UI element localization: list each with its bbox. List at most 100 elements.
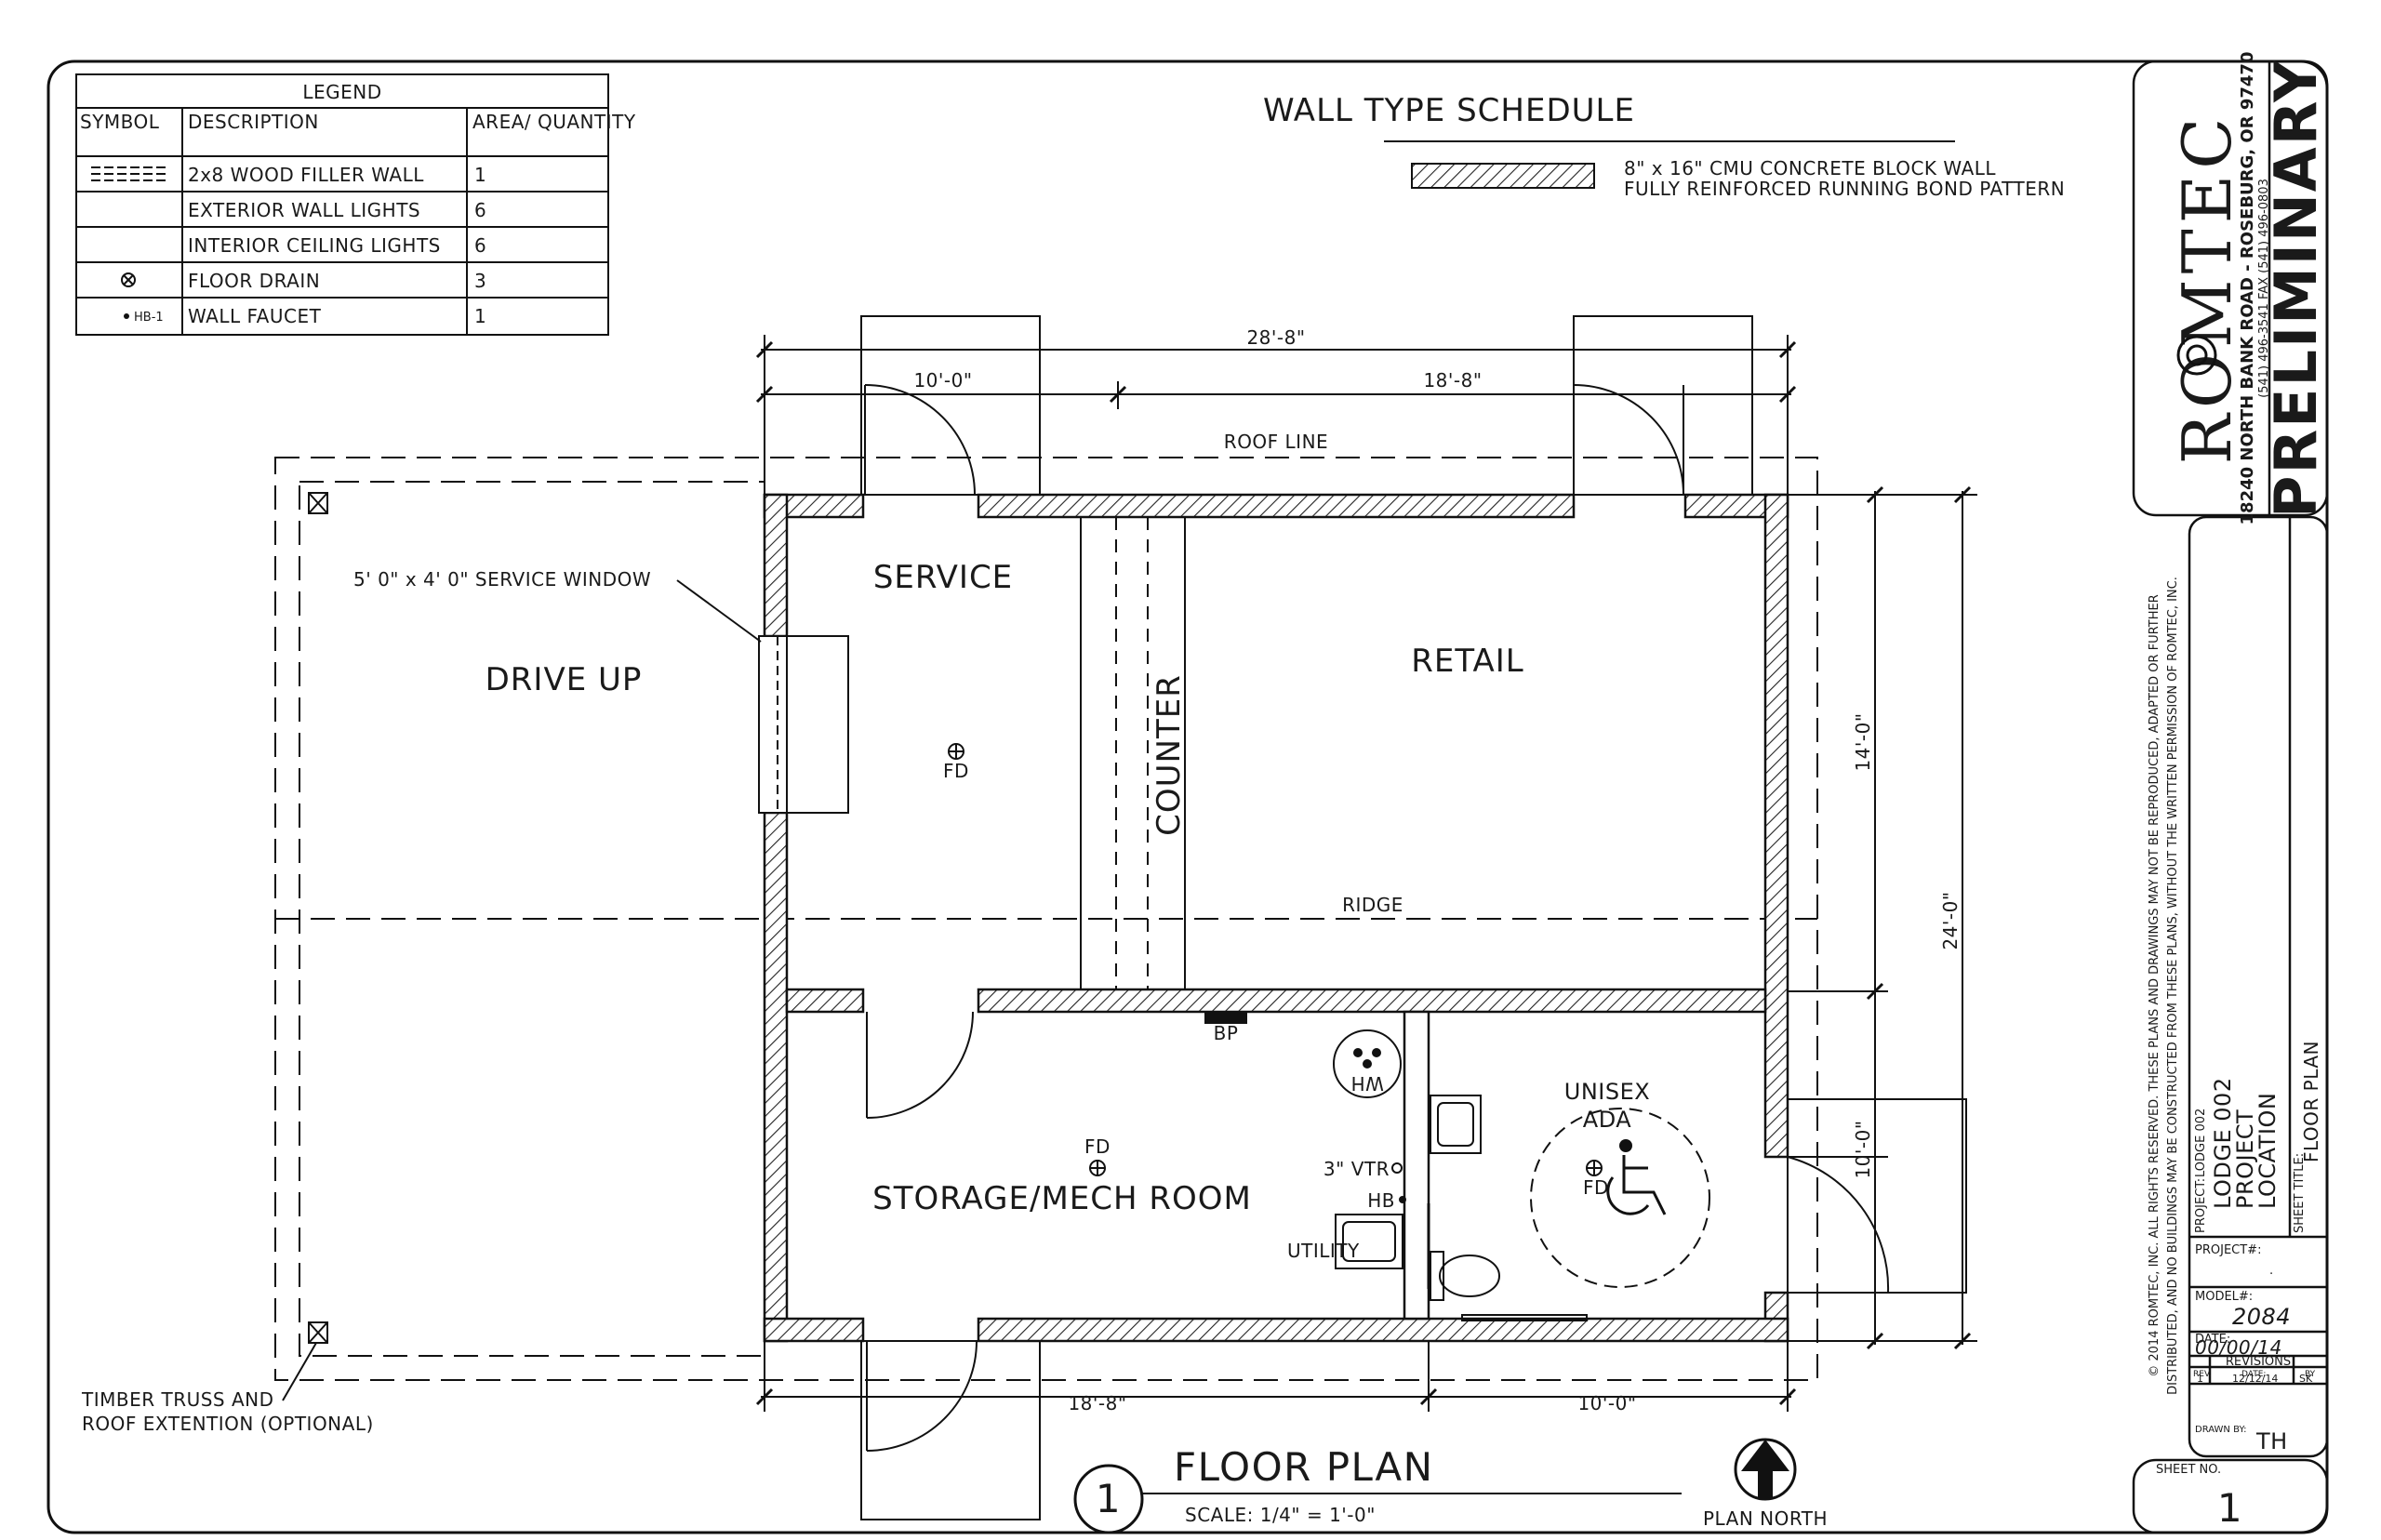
legend-table [75, 73, 609, 336]
room-label-storage: STORAGE/MECH ROOM [872, 1180, 1252, 1217]
legend-header-quantity: AREA/ QUANTITY [472, 111, 636, 133]
model-value: 2084 [2232, 1304, 2291, 1330]
truss-label-line-1: TIMBER TRUSS AND [81, 1388, 274, 1411]
company-address: 18240 NORTH BANK ROAD - ROSEBURG, OR 974… [2238, 52, 2257, 525]
rev-row-number: 1 [2197, 1373, 2203, 1385]
legend-row-1-quantity: 1 [474, 164, 486, 186]
legend-title: LEGEND [302, 81, 381, 103]
wall-faucet-symbol [124, 313, 129, 319]
service-window-label: 5' 0" x 4' 0" SERVICE WINDOW [353, 568, 651, 591]
company-name: ROMTEC [2168, 113, 2246, 465]
rev-row-date: 12/12/14 [2232, 1373, 2278, 1385]
drawing-scale: SCALE: 1/4" = 1'-0" [1185, 1504, 1376, 1526]
model-label: MODEL#: [2195, 1290, 2253, 1304]
utility-label: UTILITY [1287, 1240, 1360, 1262]
drawing-title: FLOOR PLAN [1174, 1444, 1434, 1490]
fd-label-service: FD [943, 760, 969, 782]
wall-schedule-line-2: FULLY REINFORCED RUNNING BOND PATTERN [1624, 178, 2065, 200]
wall-schedule-hatch-sample [1411, 163, 1595, 189]
revisions-label: REVISIONS [2226, 1355, 2291, 1369]
building-walls [763, 493, 1789, 1343]
doors [860, 315, 1967, 1520]
legend-row-1-description: 2x8 WOOD FILLER WALL [188, 164, 424, 186]
dim-top-left: 10'-0" [913, 369, 972, 392]
sheet-border [47, 60, 2329, 1534]
legend-row-5-description: WALL FAUCET [188, 305, 322, 327]
copyright-line-2: DISTRIBUTED, AND NO BUILDINGS MAY BE CON… [2166, 577, 2180, 1395]
room-label-unisex: UNISEX [1564, 1079, 1650, 1105]
rev-header-rev: REV. [2193, 1370, 2212, 1379]
dim-bottom-right: 10'-0" [1577, 1392, 1636, 1414]
wall-schedule-line-1: 8" x 16" CMU CONCRETE BLOCK WALL [1624, 157, 1996, 179]
project-name-3: PROJECT [2232, 1109, 2258, 1209]
fd-label-storage: FD [1084, 1135, 1111, 1158]
room-label-counter: COUNTER [1151, 674, 1188, 836]
status-preliminary: PRELIMINARY [2262, 59, 2330, 518]
vtr-label: 3" VTR [1324, 1158, 1390, 1180]
date-label: DATE: [2195, 1333, 2230, 1347]
drawing-number: 1 [1096, 1476, 1122, 1521]
counter [1080, 517, 1186, 989]
bp-label: BP [1214, 1022, 1239, 1044]
date-value-shown: 00/00/14 [2195, 1336, 2282, 1359]
project-name-2: LODGE 002 [2210, 1077, 2236, 1209]
project-no-label: PROJECT#: [2195, 1243, 2261, 1257]
dim-right-overall: 24'-0" [1939, 891, 1962, 949]
rev-row-by: SK [2299, 1373, 2313, 1385]
hb-label: HB [1367, 1189, 1395, 1212]
wall-faucet-symbol-label: HB-1 [134, 311, 164, 325]
drawn-by-label: DRAWN BY: [2195, 1425, 2247, 1435]
project-no: . [2269, 1264, 2273, 1278]
sheet-no-label: SHEET NO. [2156, 1463, 2221, 1477]
wh-label: WH [1350, 1072, 1384, 1095]
legend-header-symbol: SYMBOL [80, 111, 160, 133]
legend-header-description: DESCRIPTION [188, 111, 319, 133]
dim-bottom-left: 18'-8" [1068, 1392, 1126, 1414]
truss-markers [308, 492, 328, 1344]
company-logo: ROMTEC [2168, 113, 2246, 465]
legend-header-quantity-line: AREA/ QUANTITY [472, 111, 636, 133]
fd-label-restroom: FD [1583, 1176, 1609, 1199]
legend-row-2-quantity: 6 [474, 199, 486, 221]
company-phone: (541) 496-3541 FAX (541) 496-0803 [2257, 179, 2271, 398]
drawing-number-bubble [1073, 1464, 1144, 1534]
dim-overall-width: 28'-8" [1246, 326, 1305, 349]
fixtures [1204, 1011, 1710, 1321]
filler-wall-symbol [91, 166, 166, 181]
ridge-label: RIDGE [1342, 894, 1403, 916]
floor-drain-icon [948, 743, 1603, 1176]
room-label-drive-up: DRIVE UP [486, 661, 643, 698]
dimension-lines [761, 335, 1977, 1412]
copyright-line-1: © 2014 ROMTEC, INC. ALL RIGHTS RESERVED.… [2148, 594, 2162, 1377]
legend-row-4-quantity: 3 [474, 270, 486, 292]
legend-row-5-quantity: 1 [474, 305, 486, 327]
truss-label-line-2: ROOF EXTENTION (OPTIONAL) [82, 1413, 374, 1435]
title-block [2132, 60, 2329, 1534]
floor-drain-symbol [121, 272, 136, 287]
service-window [758, 635, 849, 814]
wheelchair-icon [1606, 1139, 1667, 1215]
sheet-title-label: SHEET TITLE: [2293, 1153, 2307, 1233]
legend-row-3-description: INTERIOR CEILING LIGHTS [188, 234, 441, 257]
roof-outline [274, 457, 1818, 1381]
dim-right-upper: 14'-0" [1852, 712, 1874, 771]
sheet-no-value: 1 [2217, 1485, 2243, 1531]
dim-right-lower: 10'-0" [1852, 1120, 1874, 1178]
sheet-title: FLOOR PLAN [2300, 1041, 2322, 1162]
north-arrow-label: PLAN NORTH [1703, 1507, 1828, 1530]
dimension-ticks [755, 340, 1972, 1406]
truss-leader [282, 1342, 317, 1401]
legend-row-2-description: EXTERIOR WALL LIGHTS [188, 199, 420, 221]
roof-line-label: ROOF LINE [1224, 431, 1328, 453]
room-label-service: SERVICE [873, 559, 1013, 596]
project-name-1: LODGE 002 [2194, 1109, 2208, 1177]
drawn-by-value: TH [2255, 1428, 2288, 1454]
rev-header-by: BY [2305, 1370, 2316, 1379]
service-window-leader [676, 579, 762, 643]
legend-row-4-description: FLOOR DRAIN [188, 270, 320, 292]
room-label-retail: RETAIL [1411, 643, 1523, 680]
room-label-ada: ADA [1583, 1107, 1631, 1133]
north-arrow-icon [1734, 1438, 1797, 1501]
project-name-4: LOCATION [2255, 1093, 2281, 1209]
